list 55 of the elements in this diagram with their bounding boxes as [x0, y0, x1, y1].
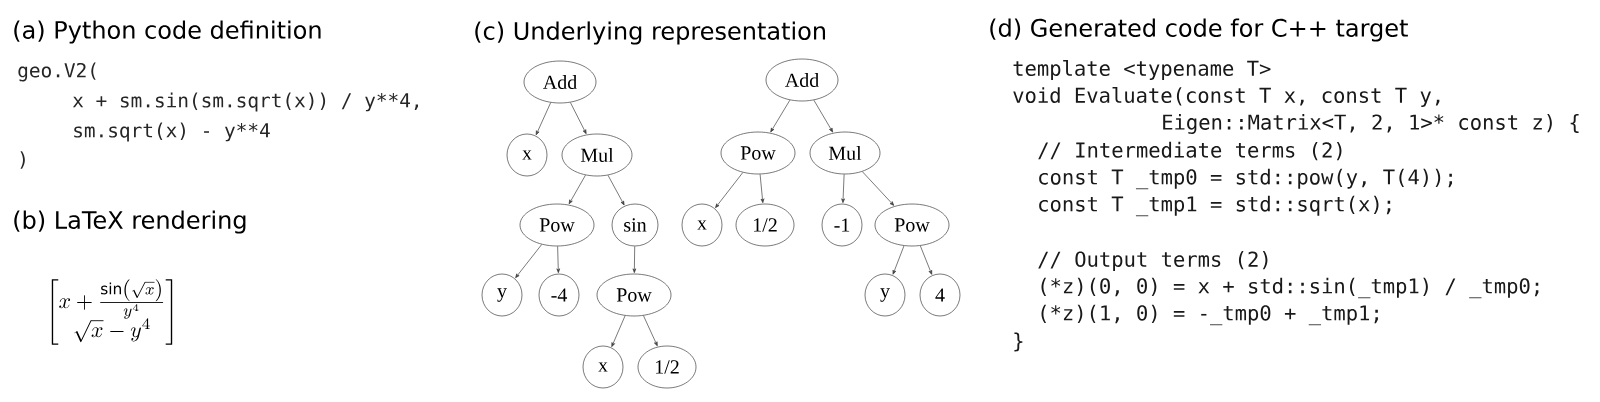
tree-node: y: [864, 273, 906, 317]
code-line: }: [1014, 332, 1023, 352]
tree-node: Pow: [720, 131, 796, 175]
arrow: [568, 174, 586, 205]
code-line: (*z)(0, 0) = x + std::sin(_tmp1) / _tmp0;: [1041, 277, 1539, 299]
arrow: [841, 174, 845, 204]
tree-node: Mul: [561, 133, 633, 177]
tree-node: Pow: [874, 203, 950, 247]
tree-node: 1/2: [637, 345, 697, 389]
tree-node: Mul: [809, 131, 881, 175]
code-line: sm.sqrt(x) - y**4: [74, 122, 270, 142]
arrow: [515, 244, 543, 279]
arrow: [570, 102, 587, 135]
formula: $\begin{bmatrix} x + \frac{\sin\left(\sqrt{x}\right)}{y^{4}} \\ \sqrt{x} - y^{4} \end{bmatrix}$: [51, 279, 173, 345]
arrow: [715, 172, 744, 209]
code-line: // Intermediate terms (2): [1038, 141, 1342, 161]
arrow: [535, 102, 552, 136]
code-line: (*z)(1, 0) = -_tmp0 + _tmp1;: [1041, 304, 1378, 326]
tree-node: Pow: [519, 203, 595, 247]
panel-heading: (c) Underlying representation: [475, 21, 825, 45]
panel-heading: (a) Python code definition: [14, 20, 321, 44]
tree-node: Add: [523, 60, 597, 104]
code-line: void Evaluate(const T x, const T y,: [1013, 87, 1440, 107]
arrow: [813, 99, 833, 133]
code-line: template <typename T>: [1013, 60, 1271, 80]
arrow: [632, 246, 637, 273]
arrow: [759, 173, 765, 204]
tree-node: Pow: [596, 273, 672, 317]
code-line: Eigen::Matrix<T, 2, 1>* const z) {: [1163, 114, 1579, 134]
arrow: [643, 315, 658, 347]
tree-node: 1/2: [735, 203, 795, 247]
code-line: const T _tmp1 = std::sqrt(x);: [1039, 195, 1391, 217]
code-line: x + sm.sin(sm.sqrt(x)) / y**4,: [72, 92, 418, 112]
code-line: // Output terms (2): [1038, 251, 1268, 271]
panel-heading: (d) Generated code for C++ target: [990, 18, 1408, 42]
arrow: [611, 315, 626, 347]
arrow: [770, 99, 791, 133]
code-line: ): [20, 151, 25, 169]
tree-node: -4: [538, 273, 580, 317]
tree-node: y: [481, 273, 523, 317]
arrow: [556, 246, 561, 274]
arrow: [892, 245, 905, 275]
tree-node: Add: [765, 58, 839, 102]
tree-node: x: [582, 345, 624, 389]
code-line: geo.V2(: [18, 62, 96, 82]
arrow: [862, 171, 895, 206]
tree-node: x: [681, 203, 723, 247]
arrow: [920, 245, 933, 275]
code-line: const T _tmp0 = std::pow(y, T(4));: [1039, 168, 1452, 190]
tree-node: x: [506, 133, 548, 177]
tree-node: sin: [611, 203, 659, 247]
tree-node: 4: [919, 273, 961, 317]
arrow: [607, 174, 625, 206]
tree-node: -1: [821, 203, 863, 247]
panel-heading: (b) LaTeX rendering: [14, 210, 246, 234]
